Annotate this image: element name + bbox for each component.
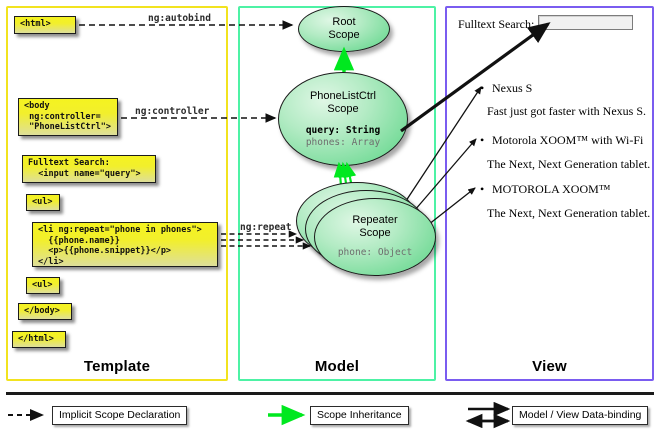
code-box-li-repeat: <li ng:repeat="phone in phones"> {{phone… (32, 222, 218, 267)
view-item-name-0: Nexus S (480, 81, 532, 96)
code-box-ul-close: <ul> (26, 277, 60, 294)
view-item-snippet-1: The Next, Next Generation tablet. (487, 157, 651, 171)
code-box-body-close: </body> (18, 303, 72, 320)
scope-phonelistctrl-props: query: String phones: Array (279, 125, 407, 149)
view-item-snippet-0: Fast just got faster with Nexus S. (487, 104, 646, 118)
scope-prop-phones: phones: Array (305, 137, 381, 148)
view-panel-label: View (532, 358, 567, 375)
edge-label-autobind: ng:autobind (148, 13, 211, 24)
model-panel-label: Model (314, 358, 360, 375)
code-box-fulltext-search: Fulltext Search: <input name="query"> (22, 155, 156, 183)
scope-repeater-props: phone: Object (315, 247, 435, 259)
code-box-ul-open: <ul> (26, 194, 60, 211)
fulltext-search-label: Fulltext Search: (458, 17, 535, 31)
scope-prop-query: query: String (305, 125, 381, 136)
legend-item-model-view-data-binding: Model / View Data-binding (512, 406, 649, 425)
view-item-snippet-2: The Next, Next Generation tablet. (487, 206, 651, 220)
fulltext-search-input[interactable] (538, 15, 633, 30)
code-box-html-open: <html> (14, 16, 76, 34)
edge-label-controller: ng:controller (135, 106, 210, 117)
view-item-name-2: MOTOROLA XOOM™ (480, 182, 611, 197)
scope-prop-phone: phone: Object (337, 247, 413, 258)
legend-item-implicit-scope-declaration: Implicit Scope Declaration (52, 406, 188, 425)
view-item-name-1: Motorola XOOM™ with Wi-Fi (480, 133, 643, 148)
edge-label-repeat: ng:repeat (240, 222, 292, 233)
code-box-html-close: </html> (12, 331, 66, 348)
code-box-body-open: <body ng:controller= "PhoneListCtrl"> (18, 98, 118, 136)
template-panel-label: Template (83, 358, 151, 375)
legend-item-scope-inheritance: Scope Inheritance (310, 406, 409, 425)
legend-divider (6, 392, 654, 395)
